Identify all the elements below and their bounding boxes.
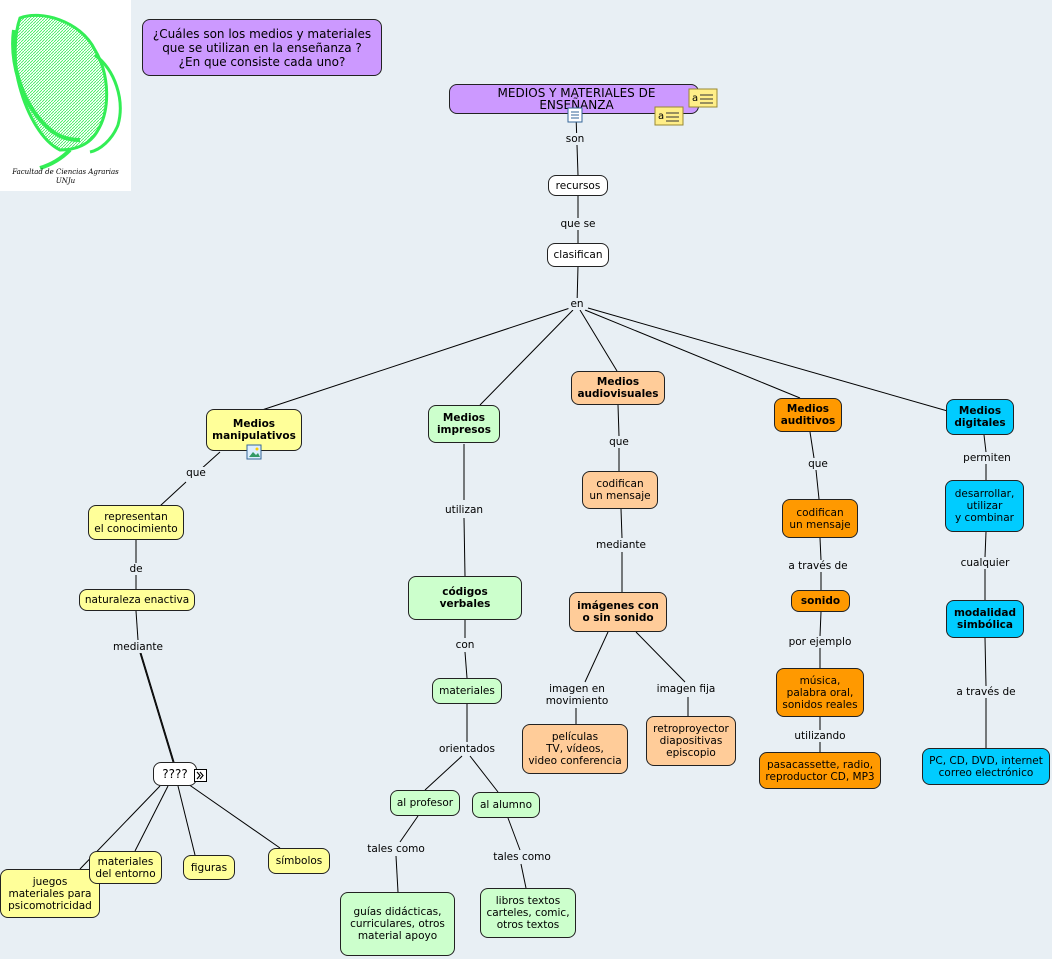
link-label-mediante-av: mediante — [594, 539, 648, 551]
node-au-codifican[interactable]: codifican un mensaje — [782, 499, 858, 538]
link-label-en: en — [568, 298, 586, 310]
document-icon[interactable] — [567, 107, 583, 123]
node-medios-impresos[interactable]: Medios impresos — [428, 405, 500, 443]
node-libros[interactable]: libros textos carteles, comic, otros tex… — [480, 888, 576, 938]
link-label-a-traves-de-au: a través de — [786, 560, 850, 572]
node-medios-auditivos[interactable]: Medios auditivos — [774, 398, 842, 432]
question-box[interactable]: ¿Cuáles son los medios y materiales que … — [142, 19, 382, 76]
link-label-de: de — [127, 563, 145, 575]
link-label-que-au: que — [806, 458, 830, 470]
node-al-profesor[interactable]: al profesor — [390, 790, 460, 816]
link-label-que-manip: que — [184, 467, 208, 479]
node-retroproyector[interactable]: retroproyector diapositivas episcopio — [646, 716, 736, 766]
faculty-logo: Facultad de Ciencias Agrarias UNJu — [0, 0, 131, 191]
node-av-codifican[interactable]: codifican un mensaje — [582, 471, 658, 509]
link-label-que-se: que se — [558, 218, 598, 230]
node-musica[interactable]: música, palabra oral, sonidos reales — [776, 668, 864, 717]
node-pasacassette[interactable]: pasacassette, radio, reproductor CD, MP3 — [759, 752, 881, 789]
link-label-a-traves-de-dig: a través de — [954, 686, 1018, 698]
node-guias[interactable]: guías didácticas, curriculares, otros ma… — [340, 892, 455, 956]
svg-text:a: a — [658, 111, 664, 122]
logo-caption: Facultad de Ciencias Agrarias UNJu — [0, 168, 131, 186]
leaf-logo-icon — [11, 13, 122, 170]
link-label-imagen-movimiento: imagen en movimiento — [543, 683, 611, 707]
link-label-tales-como-1: tales como — [365, 843, 427, 855]
node-pc[interactable]: PC, CD, DVD, internet correo electrónico — [922, 748, 1050, 785]
node-imagenes[interactable]: imágenes con o sin sonido — [569, 592, 667, 632]
link-label-imagen-fija: imagen fija — [654, 683, 718, 695]
node-sonido[interactable]: sonido — [791, 590, 850, 612]
node-naturaleza-enactiva[interactable]: naturaleza enactiva — [79, 589, 195, 611]
image-icon[interactable] — [246, 444, 262, 460]
link-label-cualquier: cualquier — [958, 557, 1012, 569]
node-medios-manipulativos[interactable]: Medios manipulativos — [206, 409, 302, 451]
logo-line-1: Facultad de Ciencias Agrarias — [12, 168, 119, 176]
note-icon[interactable]: a — [654, 106, 684, 126]
node-juegos[interactable]: juegos materiales para psicomotricidad — [0, 869, 100, 918]
logo-line-2: UNJu — [55, 177, 76, 185]
node-medios-digitales[interactable]: Medios digitales — [946, 399, 1014, 435]
link-label-por-ejemplo: por ejemplo — [786, 636, 854, 648]
node-materiales[interactable]: materiales — [432, 678, 502, 704]
svg-text:a: a — [692, 93, 698, 104]
node-codigos-verbales[interactable]: códigos verbales — [408, 576, 522, 620]
node-recursos[interactable]: recursos — [548, 175, 608, 196]
link-label-tales-como-2: tales como — [491, 851, 553, 863]
link-label-permiten: permiten — [961, 452, 1013, 464]
node-representan[interactable]: representan el conocimiento — [88, 505, 184, 540]
node-figuras[interactable]: figuras — [183, 855, 235, 880]
node-unknown[interactable]: ???? — [153, 762, 197, 786]
link-label-con: con — [453, 639, 477, 651]
node-al-alumno[interactable]: al alumno — [472, 792, 540, 818]
link-label-mediante-manip: mediante — [111, 641, 165, 653]
link-label-son: son — [563, 133, 587, 145]
link-label-utilizan: utilizan — [442, 504, 486, 516]
node-modalidad-simbolica[interactable]: modalidad simbólica — [946, 600, 1024, 638]
node-peliculas[interactable]: películas TV, vídeos, video conferencia — [522, 724, 628, 774]
link-label-utilizando: utilizando — [792, 730, 848, 742]
concept-map-link-icon[interactable] — [194, 767, 207, 782]
node-medios-audiovisuales[interactable]: Medios audiovisuales — [571, 371, 665, 405]
link-label-orientados: orientados — [437, 743, 497, 755]
node-simbolos[interactable]: símbolos — [268, 848, 330, 874]
note-icon[interactable]: a — [688, 88, 718, 108]
link-label-que-av: que — [607, 436, 631, 448]
node-clasifican[interactable]: clasifican — [547, 243, 609, 267]
node-desarrollar[interactable]: desarrollar, utilizar y combinar — [945, 480, 1024, 532]
node-materiales-entorno[interactable]: materiales del entorno — [89, 851, 162, 884]
